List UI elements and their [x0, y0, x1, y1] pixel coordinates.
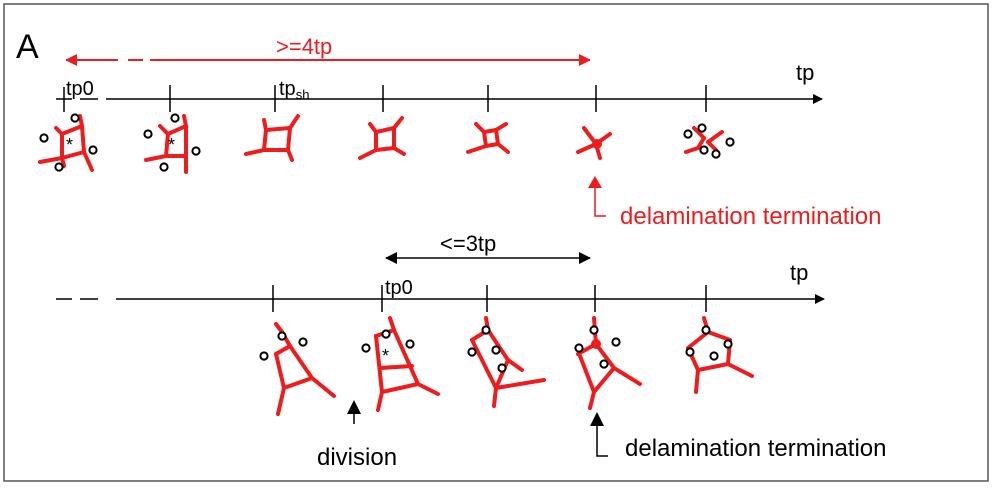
top-axis-label: tp	[796, 60, 814, 85]
top-cell-1-mark: *	[66, 135, 73, 155]
top-ticks	[63, 85, 707, 112]
bottom-cell-2-mark: *	[382, 346, 389, 366]
bottom-event-label: delamination termination	[625, 435, 886, 462]
bottom-junction-dot	[591, 339, 601, 349]
panel-label: A	[16, 28, 39, 66]
top-tpsh-label: tpsh	[279, 78, 309, 102]
bottom-ticks	[272, 285, 707, 312]
top-tp0-label: tp0	[66, 78, 94, 100]
top-junction-dot	[592, 139, 602, 149]
top-cell-2	[144, 114, 188, 174]
bottom-duration-label: <=3tp	[440, 231, 496, 256]
bottom-axis-label: tp	[790, 260, 808, 285]
bottom-cell-3	[470, 316, 546, 408]
top-event-label: delamination termination	[620, 203, 881, 230]
top-cell-3	[244, 114, 300, 162]
division-label: division	[317, 444, 397, 471]
top-nuclei	[39, 113, 735, 172]
top-cell-7	[684, 126, 724, 154]
top-cell-5	[466, 122, 510, 154]
bottom-cell-4	[576, 316, 642, 410]
bottom-cell-5	[686, 316, 754, 394]
top-event-arrow	[588, 176, 606, 217]
bottom-tp0-label: tp0	[385, 277, 413, 299]
top-cell-1	[38, 114, 94, 172]
bottom-nuclei	[259, 325, 733, 373]
bottom-event-arrow	[590, 412, 608, 457]
division-arrow	[347, 400, 361, 424]
top-duration-label: >=4tp	[276, 34, 332, 59]
top-cell-4	[358, 116, 406, 160]
top-cell-2-mark: *	[168, 135, 175, 155]
panel-frame	[3, 3, 989, 482]
